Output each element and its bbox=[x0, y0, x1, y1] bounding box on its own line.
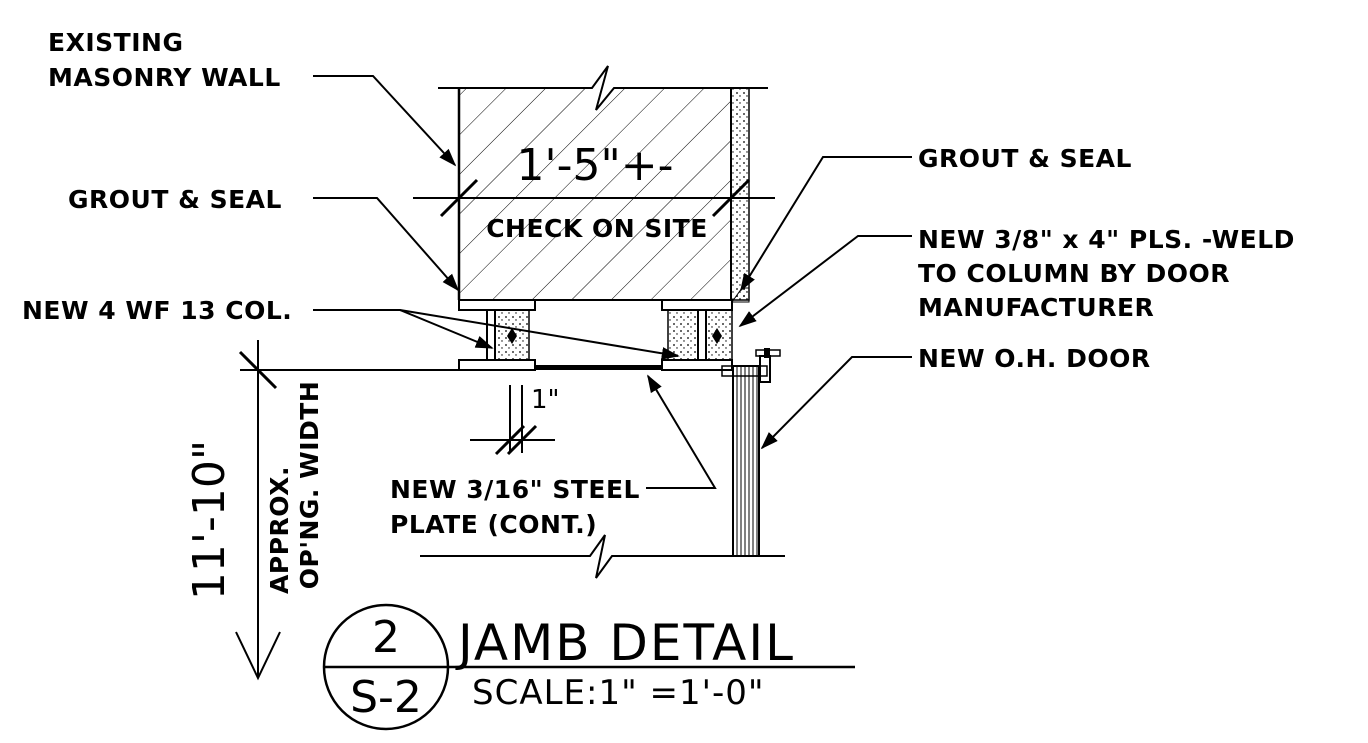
svg-text:NEW 3/8" x 4" PLS. -WELD: NEW 3/8" x 4" PLS. -WELD bbox=[918, 225, 1295, 254]
svg-text:GROUT & SEAL: GROUT & SEAL bbox=[918, 144, 1132, 173]
opening-width-text: 11'-10" bbox=[184, 440, 235, 600]
wall-thickness-text: 1'-5"+- bbox=[517, 140, 674, 191]
svg-text:NEW O.H. DOOR: NEW O.H. DOOR bbox=[918, 344, 1151, 373]
opening-width-dimension: 11'-10" APPROX. OP'NG. WIDTH bbox=[184, 340, 443, 681]
svg-text:EXISTING: EXISTING bbox=[48, 28, 183, 57]
leader-grout-left: GROUT & SEAL bbox=[68, 185, 460, 292]
leader-steel-plate: NEW 3/16" STEEL PLATE (CONT.) bbox=[390, 374, 717, 539]
check-on-site-text: CHECK ON SITE bbox=[486, 214, 708, 243]
detail-number: 2 bbox=[372, 612, 400, 663]
leader-oh-door: NEW O.H. DOOR bbox=[760, 344, 1151, 450]
wall-thickness-dimension: 1'-5"+- CHECK ON SITE bbox=[413, 140, 775, 243]
leader-grout-right: GROUT & SEAL bbox=[740, 144, 1132, 292]
sheet-number: S-2 bbox=[350, 672, 422, 723]
overhead-door bbox=[721, 348, 781, 557]
left-steel-column bbox=[458, 299, 536, 371]
leader-plate-weld: NEW 3/8" x 4" PLS. -WELD TO COLUMN BY DO… bbox=[738, 225, 1295, 328]
svg-text:MANUFACTURER: MANUFACTURER bbox=[918, 293, 1154, 322]
gap-dimension-text: 1" bbox=[531, 385, 560, 415]
leader-existing-wall: EXISTING MASONRY WALL bbox=[48, 28, 457, 167]
leader-new-column: NEW 4 WF 13 COL. bbox=[22, 296, 680, 360]
detail-title: JAMB DETAIL bbox=[455, 614, 795, 672]
detail-scale: SCALE:1" =1'-0" bbox=[472, 673, 765, 713]
opening-note-width: OP'NG. WIDTH bbox=[295, 381, 324, 589]
right-steel-column bbox=[661, 287, 750, 371]
svg-text:TO COLUMN BY DOOR: TO COLUMN BY DOOR bbox=[918, 259, 1230, 288]
svg-text:NEW 3/16" STEEL: NEW 3/16" STEEL bbox=[390, 475, 640, 504]
svg-text:GROUT & SEAL: GROUT & SEAL bbox=[68, 185, 282, 214]
svg-text:NEW 4 WF 13 COL.: NEW 4 WF 13 COL. bbox=[22, 296, 292, 325]
steel-plate bbox=[443, 365, 662, 371]
svg-text:PLATE (CONT.): PLATE (CONT.) bbox=[390, 510, 597, 539]
bottom-break-line bbox=[420, 534, 785, 579]
svg-text:MASONRY WALL: MASONRY WALL bbox=[48, 63, 281, 92]
gap-dimension: 1" bbox=[470, 385, 560, 456]
detail-title-block: 2 S-2 JAMB DETAIL SCALE:1" =1'-0" bbox=[322, 603, 855, 731]
opening-note-approx: APPROX. bbox=[265, 466, 294, 594]
